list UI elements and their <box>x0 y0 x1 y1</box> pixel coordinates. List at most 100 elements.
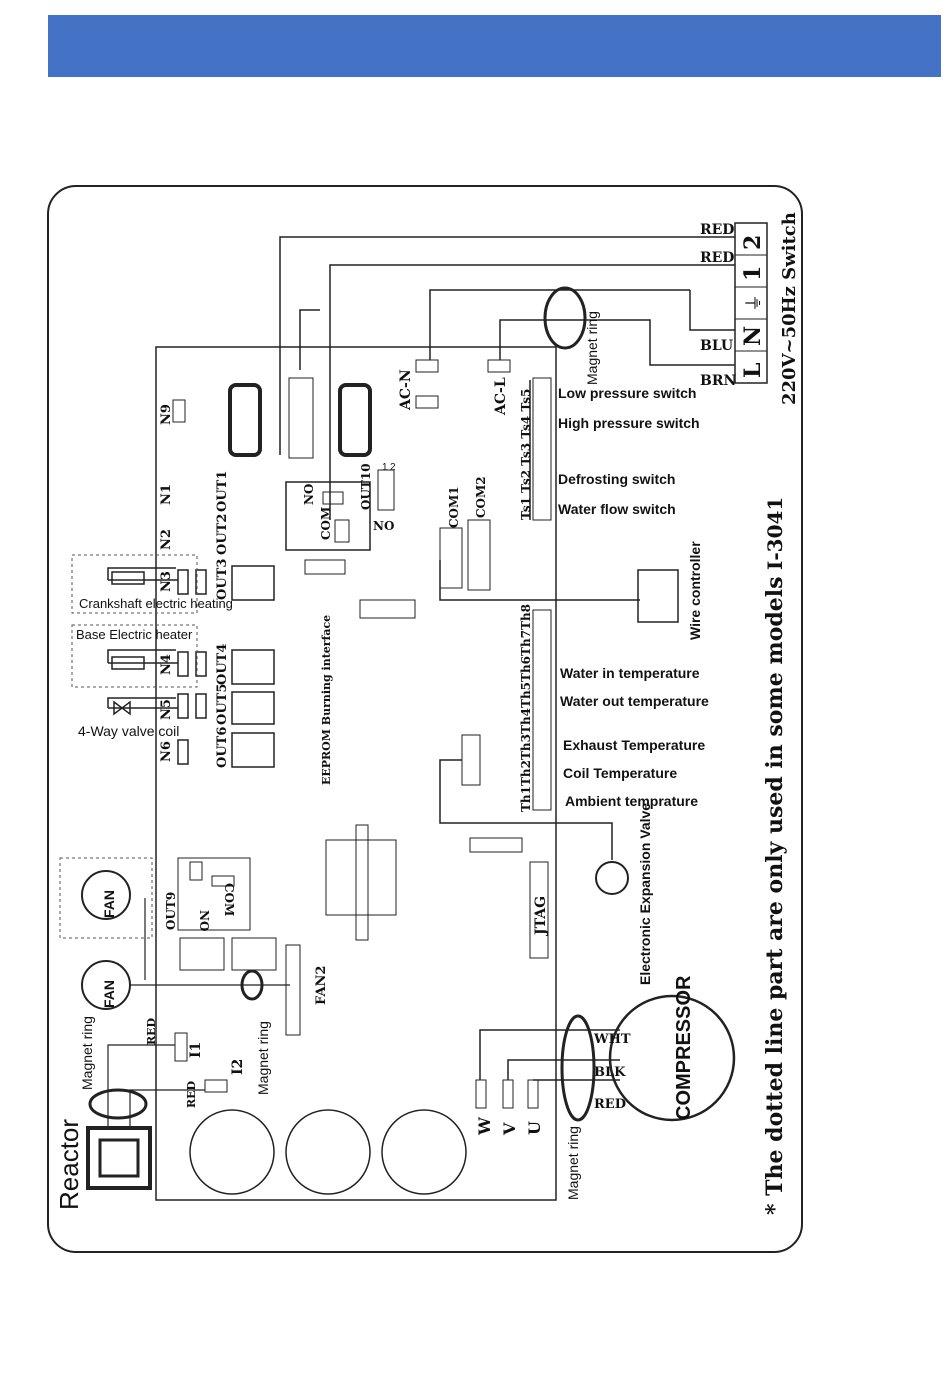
ac-n-label: AC-N <box>398 369 414 411</box>
fan-icon-1 <box>81 870 131 920</box>
magnet-ring-top-label: Magnet ring <box>584 311 600 385</box>
choke-coils <box>228 383 372 457</box>
magnet-ring-compressor <box>560 1014 596 1122</box>
term-n6: N6 <box>159 741 174 762</box>
capacitor-3 <box>381 1109 467 1195</box>
wire-controller-icon <box>637 569 679 623</box>
magnet-ring-reactor-label: Magnet ring <box>79 1016 95 1090</box>
relay-com: COM <box>319 507 333 540</box>
com2-label: COM2 <box>474 476 488 518</box>
i1-label: I1 <box>188 1042 204 1058</box>
terminal-n: N <box>740 326 766 346</box>
term-n9: N9 <box>159 404 174 425</box>
wire-red-1: RED <box>700 222 734 238</box>
output-relays <box>177 565 275 768</box>
four-way-label: 4-Way valve coil <box>78 723 179 739</box>
jtag-label: JTAG <box>533 896 549 937</box>
crankshaft-label: Crankshaft electric heating <box>79 596 233 611</box>
exhaust-temp: Exhaust Temperature <box>563 737 705 753</box>
wire-red-comp: RED <box>594 1097 626 1112</box>
valve-icon <box>113 700 131 716</box>
reactor-label: Reactor <box>54 1119 84 1210</box>
magnet-ring-fan-label: Magnet ring <box>255 1021 271 1095</box>
wire-blk: BLK <box>594 1065 626 1080</box>
base-heater-label: Base Electric heater <box>76 627 193 642</box>
supply-label: 220V~50Hz Switch <box>779 212 800 405</box>
terminal-l: L <box>740 363 766 378</box>
diagram-frame <box>47 185 803 1253</box>
compressor-label: COMPRESSOR <box>673 975 695 1120</box>
out2: OUT2 <box>215 514 230 555</box>
terminal-2: 2 <box>740 235 766 250</box>
terminal-1: 1 <box>740 266 766 281</box>
switch-terminals: Ts1 Ts2 Ts3 Ts4 Ts5 <box>519 389 533 520</box>
out6: OUT6 <box>215 727 230 768</box>
out9-com: COM <box>222 883 236 916</box>
out1: OUT1 <box>215 471 230 512</box>
water-out-temp: Water out temperature <box>560 693 709 709</box>
term-n4: N4 <box>159 654 174 675</box>
capacitor-1 <box>189 1109 275 1195</box>
dotted-note: * The dotted line part are only used in … <box>762 577 788 1216</box>
term-v: V <box>500 1122 519 1136</box>
red-i2: RED <box>185 1080 198 1108</box>
mains-terminal-block <box>734 222 768 384</box>
capacitor-2 <box>285 1109 371 1195</box>
out4: OUT4 <box>215 644 230 685</box>
eeprom-label: EEPROM Burning interface <box>320 615 333 785</box>
out10-label: OUT10 <box>359 463 373 510</box>
defrosting-switch: Defrosting switch <box>558 471 675 487</box>
term-n2: N2 <box>159 529 174 550</box>
ac-l-label: AC-L <box>493 377 509 416</box>
out9-no: NO <box>197 910 211 931</box>
heater-wiring <box>107 567 178 709</box>
low-pressure-switch: Low pressure switch <box>558 385 696 401</box>
magnet-ring-reactor <box>88 1088 148 1120</box>
eev-icon <box>595 861 629 895</box>
term-n5: N5 <box>159 699 174 720</box>
term-n1: N1 <box>159 484 174 505</box>
term-w: W <box>475 1116 494 1136</box>
i2-label: I2 <box>230 1059 246 1075</box>
reactor-icon <box>86 1126 152 1190</box>
fan2-label: FAN2 <box>314 966 329 1005</box>
fan-1-label: FAN <box>101 890 117 918</box>
out10-no: NO <box>373 519 394 533</box>
wire-blu: BLU <box>700 338 733 354</box>
temp-terminals: Th1Th2Th3Th4Th5Th6Th7Th8 <box>519 604 533 812</box>
water-in-temp: Water in temperature <box>560 665 700 681</box>
coil-temp: Coil Temperature <box>563 765 677 781</box>
term-u: U <box>525 1121 544 1135</box>
wire-brn: BRN <box>700 373 736 389</box>
crankshaft-box <box>71 554 198 614</box>
wire-controller-label: Wire controller <box>687 541 703 640</box>
earth-icon: ⏚ <box>744 294 764 312</box>
red-i1: RED <box>145 1017 158 1045</box>
compressor-icon <box>608 994 736 1122</box>
out3: OUT3 <box>215 559 230 600</box>
com1-label: COM1 <box>447 486 461 528</box>
dip-1: 1 <box>382 462 388 473</box>
pcb-board <box>155 346 557 1201</box>
out9: OUT9 <box>164 892 178 930</box>
eev-label: Electronic Expansion Valve <box>637 803 653 985</box>
dip-2: 2 <box>390 462 396 473</box>
magnet-ring-compressor-label: Magnet ring <box>565 1126 581 1200</box>
wire-red-2: RED <box>700 250 734 266</box>
fan-2-label: FAN <box>101 980 117 1008</box>
water-flow-switch: Water flow switch <box>558 501 676 517</box>
fan-dotted-box <box>59 857 153 939</box>
ambient-temp: Ambient temprature <box>565 793 698 809</box>
magnet-ring-fan <box>240 969 264 1001</box>
term-n3: N3 <box>159 571 174 592</box>
wire-wht: WHT <box>593 1032 631 1047</box>
out5: OUT5 <box>215 684 230 725</box>
magnet-ring-top <box>543 286 587 350</box>
base-heater-box <box>71 624 198 688</box>
main-relay <box>285 481 371 551</box>
high-pressure-switch: High pressure switch <box>558 415 700 431</box>
model-number: I-3041 <box>763 497 787 570</box>
header-bar <box>48 15 941 77</box>
relay-no: NO <box>302 484 316 505</box>
